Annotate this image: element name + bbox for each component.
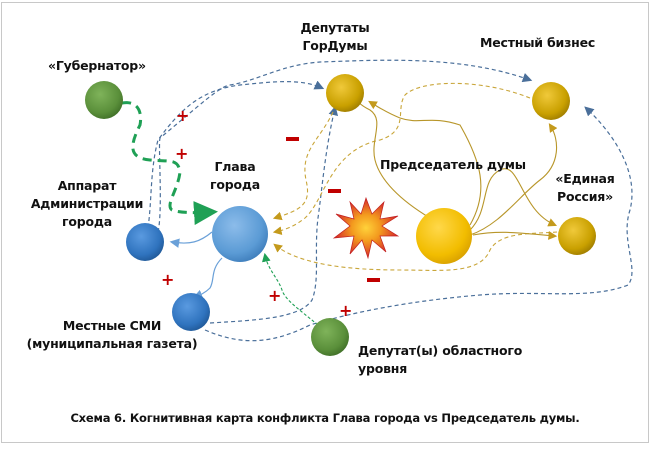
label-local-business: Местный бизнес xyxy=(480,35,596,50)
plus-sign-governor-admin: + xyxy=(176,106,190,125)
label-administration: Аппарат Администрации города xyxy=(27,177,147,231)
link-deputies-to-mayor-1 xyxy=(272,111,334,221)
minus-sign-chairman-mayor xyxy=(367,278,380,282)
label-united-russia-line2: Россия» xyxy=(556,189,614,204)
link-admin-to-deputies xyxy=(147,80,325,229)
label-mayor-line1: Глава xyxy=(214,159,256,174)
label-local-media: Местные СМИ (муниципальная газета) xyxy=(22,317,202,353)
label-mayor: Глава города xyxy=(200,158,270,194)
label-regional-deputies-line1: Депутат(ы) областного xyxy=(358,343,523,358)
node-local-media[interactable] xyxy=(172,293,210,331)
minus-sign-deputies-mayor xyxy=(286,137,299,141)
plus-sign-regional-mayor: + xyxy=(268,286,282,305)
link-admin-to-business xyxy=(157,59,533,233)
label-united-russia-line1: «Единая xyxy=(555,171,615,186)
conflict-explosion-icon xyxy=(332,196,400,260)
node-administration[interactable] xyxy=(126,223,164,261)
link-business-to-mayor xyxy=(272,82,531,236)
diagram-frame xyxy=(1,2,649,443)
node-city-deputies[interactable] xyxy=(326,74,364,112)
node-local-business[interactable] xyxy=(532,82,570,120)
label-mayor-line2: города xyxy=(210,177,260,192)
plus-sign-mayor-admin: + xyxy=(161,270,175,289)
label-city-deputies-line2: ГорДумы xyxy=(302,38,368,53)
link-chairman-to-party-1 xyxy=(472,231,558,240)
link-governor-to-mayor xyxy=(121,101,218,226)
link-chairman-to-business xyxy=(469,123,558,236)
plus-sign-regional-media: + xyxy=(339,301,353,320)
link-media-to-business xyxy=(204,106,633,342)
link-mayor-to-admin xyxy=(169,231,213,248)
label-duma-chairman: Председатель думы xyxy=(380,157,526,172)
label-regional-deputies-line2: уровня xyxy=(358,361,408,376)
label-regional-deputies: Депутат(ы) областного уровня xyxy=(358,342,522,378)
label-administration-line2: Администрации xyxy=(30,196,144,211)
node-united-russia[interactable] xyxy=(558,217,596,255)
label-governor: «Губернатор» xyxy=(48,58,146,73)
link-mayor-to-media xyxy=(192,257,223,299)
node-duma-chairman[interactable] xyxy=(416,208,472,264)
link-regional-to-mayor xyxy=(261,252,319,326)
node-regional-deputies[interactable] xyxy=(311,318,349,356)
link-chairman-to-deputies-2 xyxy=(368,100,482,226)
gold-dashed-links xyxy=(272,82,558,271)
label-local-media-line2: (муниципальная газета) xyxy=(26,336,198,351)
link-party-to-mayor xyxy=(273,231,558,271)
label-city-deputies: Депутаты ГорДумы xyxy=(290,19,380,55)
label-city-deputies-line1: Депутаты xyxy=(300,20,370,35)
node-governor[interactable] xyxy=(85,81,123,119)
link-media-to-deputies xyxy=(209,105,339,324)
link-chairman-to-party-2 xyxy=(469,168,558,231)
blue-links xyxy=(147,59,633,342)
label-administration-line3: города xyxy=(62,214,112,229)
label-united-russia: «Единая Россия» xyxy=(555,170,615,206)
label-local-media-line1: Местные СМИ xyxy=(62,318,162,333)
minus-sign-business-mayor xyxy=(328,189,341,193)
node-mayor[interactable] xyxy=(212,206,268,262)
plus-sign-governor-mayor: + xyxy=(175,144,189,163)
label-administration-line1: Аппарат xyxy=(57,178,117,193)
diagram-caption: Схема 6. Когнитивная карта конфликта Гла… xyxy=(70,411,580,425)
